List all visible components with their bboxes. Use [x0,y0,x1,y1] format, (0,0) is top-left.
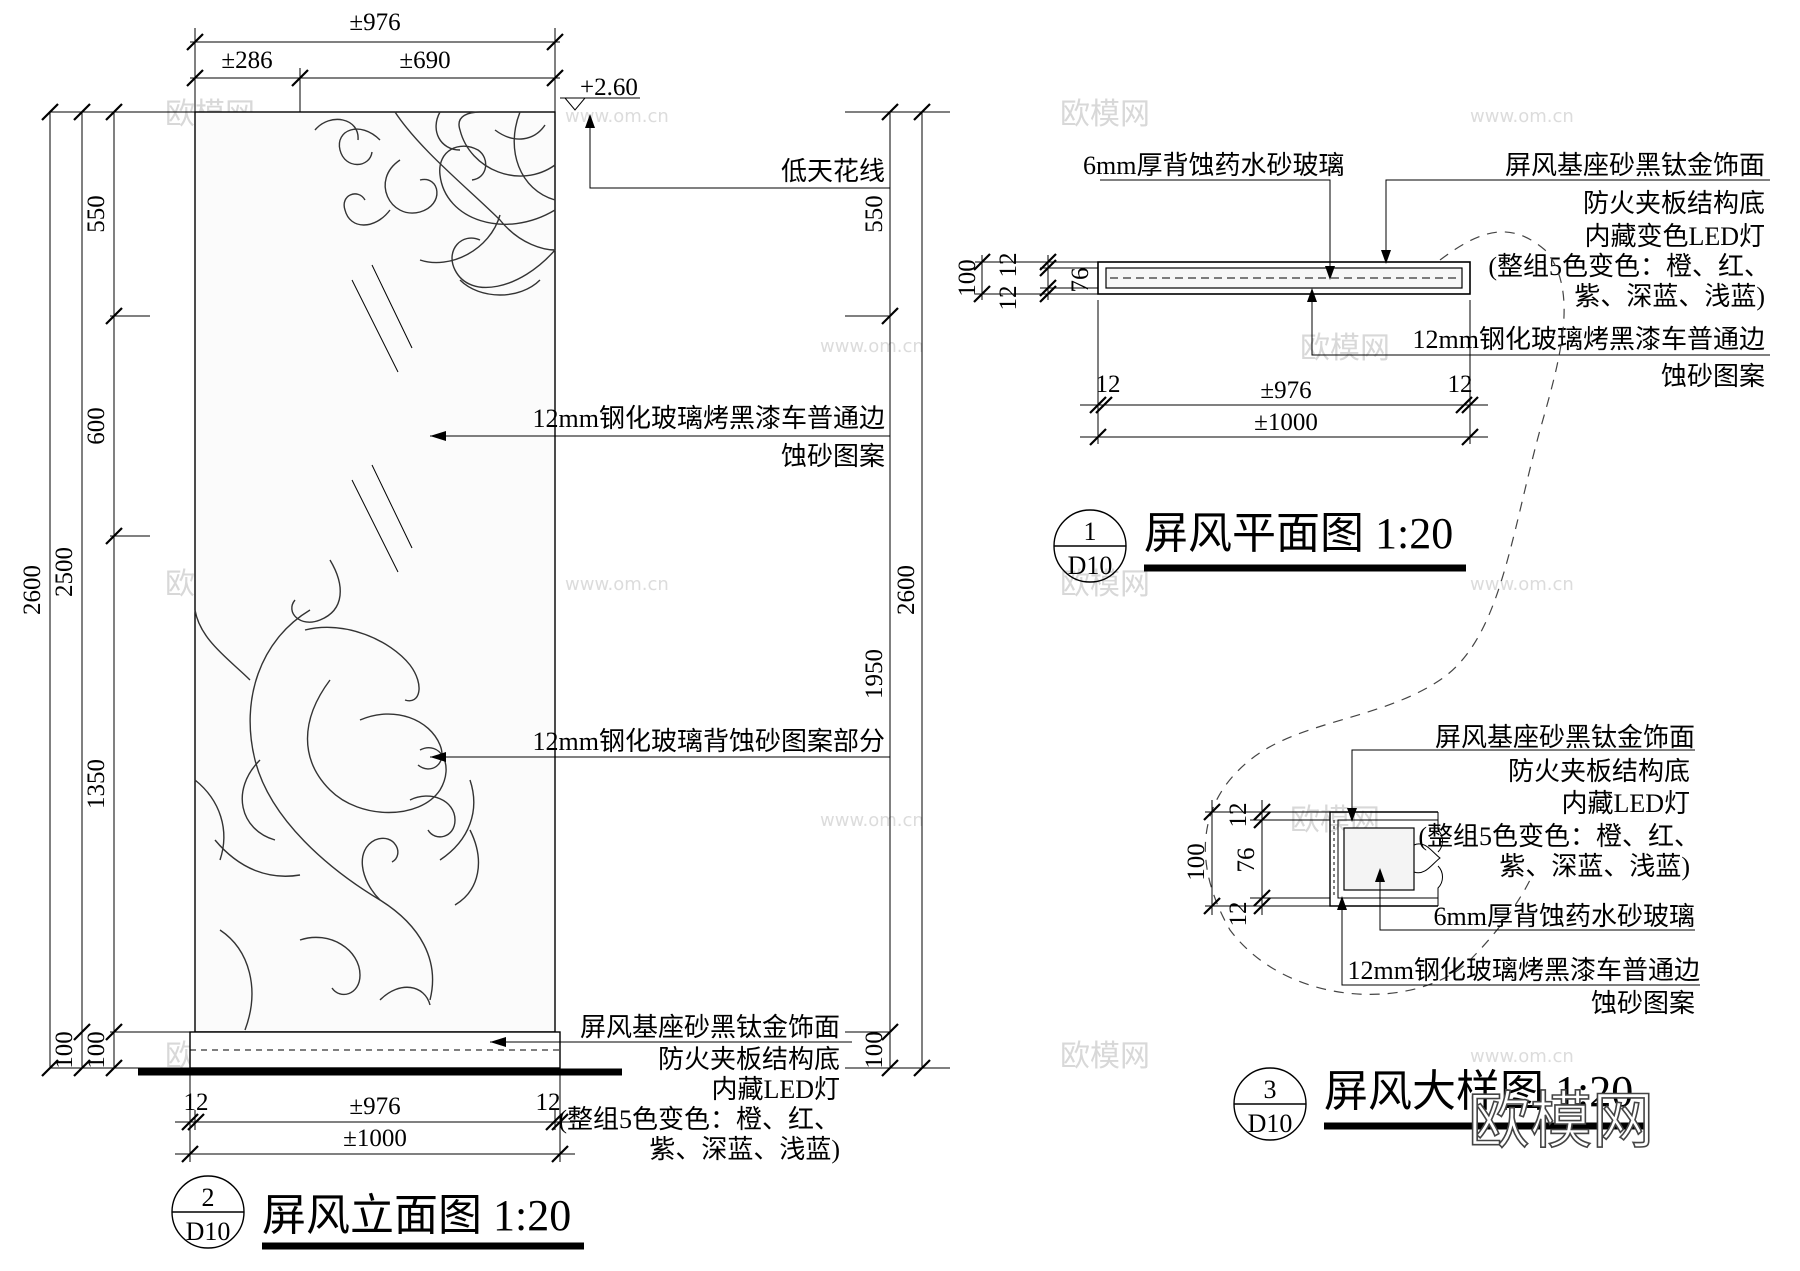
dim-2600-left: 2600 [19,565,46,615]
label-plan-base-1: 屏风基座砂黑钛金饰面 [1505,151,1765,180]
detail-glass [1343,827,1415,891]
view-title: 屏风立面图 1:20 [262,1191,571,1240]
dim-1950: 1950 [861,649,888,699]
dim-2600-right: 2600 [893,565,920,615]
label-detail-base-5: 紫、深蓝、浅蓝) [1499,852,1690,881]
label-plan-base-4: (整组5色变色：橙、红、 [1488,252,1770,281]
detail-view: 屏风基座砂黑钛金饰面 防火夹板结构底 内藏LED灯 (整组5色变色：橙、红、 紫… [1183,723,1700,1141]
watermark-logo: 欧模网 [1300,331,1390,366]
dim-100-mid: 100 [51,1031,78,1069]
top-dimensions: ±976 ±286 ±690 [186,9,564,112]
detail-break-line [1413,843,1441,874]
label-base-4: (整组5色变色：橙、红、 [558,1105,840,1134]
glass-reflection [351,264,413,573]
dim-286: ±286 [221,47,272,74]
watermark-url: www.om.cn [1470,1046,1574,1067]
plan-bubble-sheet: D10 [1068,551,1113,580]
plan-dim-76: 76 [1067,268,1094,293]
plan-dim-976: ±976 [1260,377,1311,404]
detail-dim-12-bottom: 12 [1225,902,1252,927]
label-plan-base-2: 防火夹板结构底 [1583,189,1765,218]
bottom-dimensions: 12 ±976 12 ±1000 [175,1075,575,1163]
dim-976-top: ±976 [349,9,400,36]
dim-976-bottom: ±976 [349,1093,400,1120]
label-detail-base-4: (整组5色变色：橙、红、 [1418,822,1700,851]
elevation-view: ±976 ±286 ±690 +2.60 [19,9,950,1250]
detail-base-outline [1329,811,1438,907]
plan-bubble-number: 1 [1084,517,1097,546]
dim-12-left: 12 [184,1089,209,1116]
dim-550-right: 550 [861,195,888,233]
dim-690: ±690 [399,47,450,74]
right-dimensions: 550 1950 100 2600 [845,103,950,1077]
label-glass-edge-2: 蚀砂图案 [781,442,885,471]
ornament-top [314,111,556,296]
elevation-labels: 低天花线 12mm钢化玻璃烤黑漆车普通边 蚀砂图案 12mm钢化玻璃背蚀砂图案部… [430,114,890,1164]
watermark-url: www.om.cn [565,574,669,595]
label-detail-base-1: 屏风基座砂黑钛金饰面 [1435,723,1695,752]
watermark-url: www.om.cn [1470,106,1574,127]
dim-100-inner: 100 [83,1031,110,1069]
left-dimensions: 550 600 1350 100 2500 100 2600 [19,103,195,1077]
label-glass-back: 12mm钢化玻璃背蚀砂图案部分 [533,727,885,756]
dim-1350: 1350 [83,759,110,809]
bubble-sheet: D10 [186,1217,231,1246]
watermark-url: www.om.cn [820,810,924,831]
plan-dim-100: 100 [954,259,981,297]
label-plan-edge-1: 12mm钢化玻璃烤黑漆车普通边 [1413,325,1765,354]
plan-dim-12-b: 12 [995,286,1022,311]
detail-bubble-sheet: D10 [1248,1109,1293,1138]
label-detail-edge-1: 12mm钢化玻璃烤黑漆车普通边 [1348,956,1700,985]
plan-view: 6mm厚背蚀药水砂玻璃 屏风基座砂黑钛金饰面 防火夹板结构底 内藏变色LED灯 … [954,151,1770,996]
watermark-url: www.om.cn [565,106,669,127]
plan-dim-1000: ±1000 [1254,409,1318,436]
dim-1000-bottom: ±1000 [343,1125,407,1152]
elevation-title: 2 D10 屏风立面图 1:20 [171,1175,584,1250]
label-detail-base-2: 防火夹板结构底 [1508,757,1690,786]
plan-dim-12-a: 12 [995,253,1022,278]
watermark-logo: 欧模网 [1060,1039,1150,1074]
big-watermark: 欧模网 [1468,1084,1654,1157]
label-plan-base-5: 紫、深蓝、浅蓝) [1574,282,1765,311]
label-plan-edge-2: 蚀砂图案 [1661,362,1765,391]
watermark-url: www.om.cn [1470,574,1574,595]
watermark-url: www.om.cn [820,336,924,357]
plan-dim-12-left: 12 [1096,371,1121,398]
label-ceiling: 低天花线 [781,157,885,186]
label-plan-base-3: 内藏变色LED灯 [1584,222,1765,251]
label-base-2: 防火夹板结构底 [658,1045,840,1074]
label-plan-glass-6mm: 6mm厚背蚀药水砂玻璃 [1083,151,1344,180]
label-glass-edge-1: 12mm钢化玻璃烤黑漆车普通边 [533,404,885,433]
detail-dim-76: 76 [1233,848,1260,873]
label-detail-edge-2: 蚀砂图案 [1591,989,1695,1018]
detail-dim-100: 100 [1183,843,1210,881]
watermark-logo: 欧模网 [1060,97,1150,132]
detail-title: 屏风大样图 1:20 [1324,1067,1633,1116]
label-base-3: 内藏LED灯 [711,1075,840,1104]
detail-dim-12-top: 12 [1225,803,1252,828]
dim-100-right: 100 [861,1031,888,1069]
label-base-1: 屏风基座砂黑钛金饰面 [580,1013,840,1042]
dim-550-left: 550 [83,195,110,233]
dim-600: 600 [83,407,110,445]
level-value: +2.60 [580,74,638,101]
label-detail-base-3: 内藏LED灯 [1561,789,1690,818]
dim-12-right: 12 [536,1089,561,1116]
glass-panel [194,111,556,1033]
bubble-number: 2 [202,1183,215,1212]
dim-2500: 2500 [51,547,78,597]
watermark-logo: 欧模网 [1060,567,1150,602]
plan-dim-12-right: 12 [1448,371,1473,398]
level-marker: +2.60 [560,74,640,111]
detail-bubble-number: 3 [1264,1075,1277,1104]
label-detail-glass-6mm: 6mm厚背蚀药水砂玻璃 [1434,902,1695,931]
plan-title: 屏风平面图 1:20 [1144,509,1453,558]
ornament-bottom [194,559,480,1031]
label-base-5: 紫、深蓝、浅蓝) [649,1135,840,1164]
